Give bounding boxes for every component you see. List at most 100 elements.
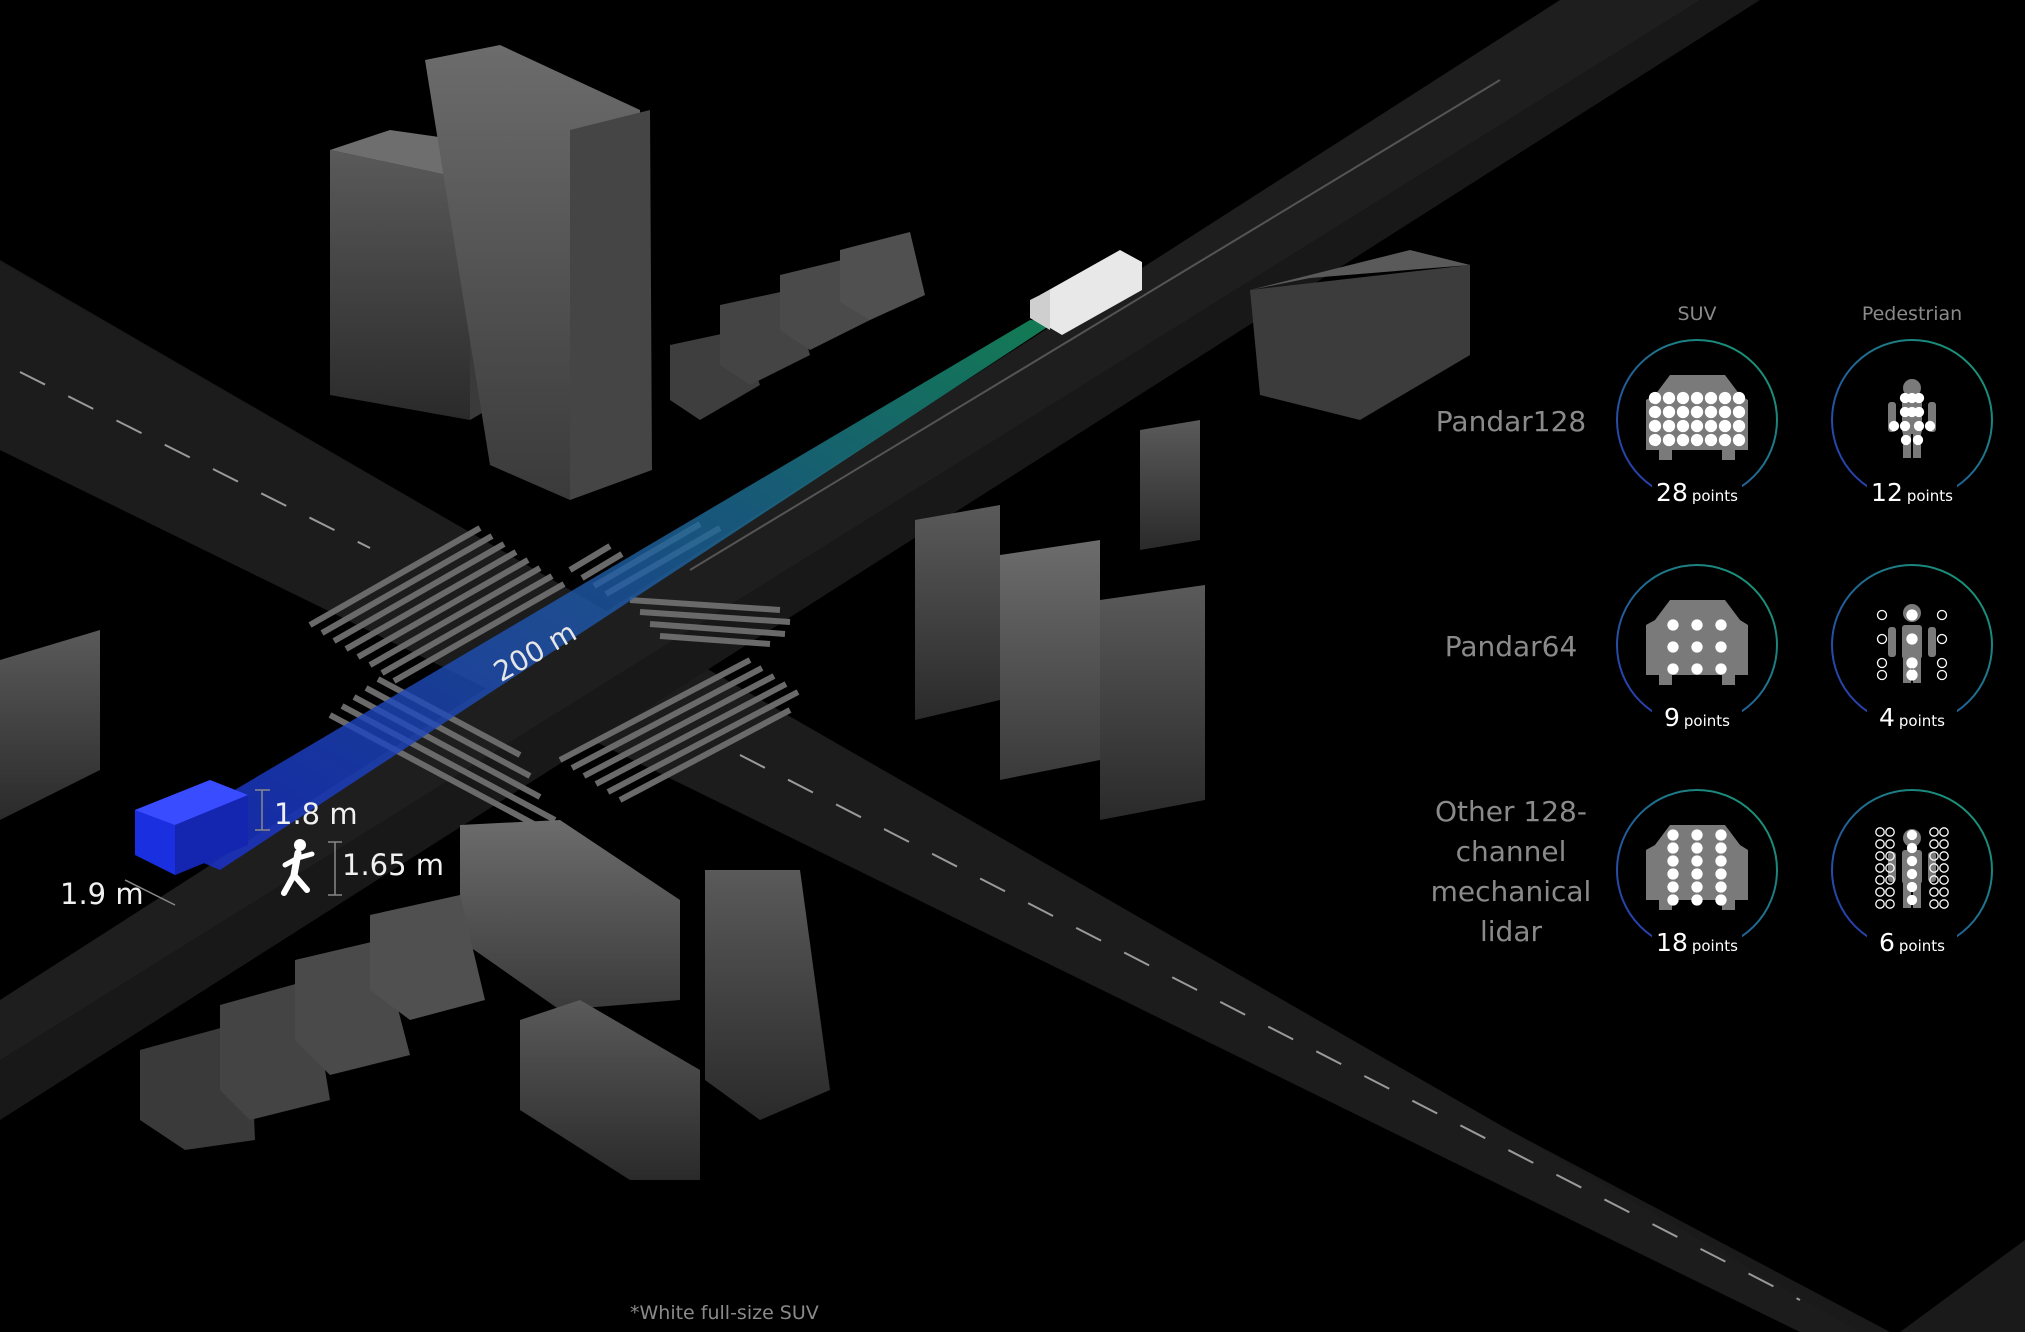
lidar-point xyxy=(1906,669,1918,681)
lidar-point xyxy=(1906,842,1918,854)
missed-point xyxy=(1936,633,1948,645)
missed-point xyxy=(1929,899,1939,909)
missed-point xyxy=(1929,827,1939,837)
main-road-band xyxy=(0,262,1860,1332)
suv-bounding-box xyxy=(135,780,248,875)
missed-point xyxy=(1939,839,1949,849)
missed-point xyxy=(1875,899,1885,909)
point-clouds xyxy=(1648,391,1949,909)
lidar-point xyxy=(1690,433,1704,447)
crosswalk-right xyxy=(629,597,791,647)
footnote: *White full-size SUV xyxy=(630,1302,819,1324)
lidar-point xyxy=(1906,633,1918,645)
lidar-point xyxy=(1913,420,1925,432)
pedestrian-icon xyxy=(1888,829,1936,908)
missed-point xyxy=(1885,827,1895,837)
lidar-point xyxy=(1732,391,1746,405)
missed-point xyxy=(1885,887,1895,897)
crosswalk-bottom xyxy=(558,657,800,803)
lane-dashes xyxy=(19,371,1801,1301)
lidar-point xyxy=(1691,619,1703,631)
missed-point xyxy=(1929,863,1939,873)
missed-point xyxy=(1875,839,1885,849)
lidar-point xyxy=(1906,855,1918,867)
lidar-point xyxy=(1913,406,1925,418)
lidar-point xyxy=(1888,420,1900,432)
lane-line xyxy=(689,79,1501,571)
lidar-point xyxy=(1667,842,1679,854)
lidar-point xyxy=(1704,405,1718,419)
lidar-point xyxy=(1676,405,1690,419)
lidar-point xyxy=(1662,419,1676,433)
missed-point xyxy=(1939,875,1949,885)
lidar-point xyxy=(1690,405,1704,419)
missed-point xyxy=(1929,839,1939,849)
lidar-point xyxy=(1715,842,1727,854)
lidar-point xyxy=(1667,829,1679,841)
pedestrian-icon xyxy=(1888,379,1936,458)
lidar-point xyxy=(1648,391,1662,405)
lidar-point xyxy=(1691,855,1703,867)
missed-point xyxy=(1876,633,1888,645)
lidar-point xyxy=(1691,663,1703,675)
lidar-point xyxy=(1691,868,1703,880)
lidar-point xyxy=(1906,868,1918,880)
missed-point xyxy=(1936,669,1948,681)
lidar-point xyxy=(1690,419,1704,433)
missed-point xyxy=(1936,657,1948,669)
lidar-point xyxy=(1691,881,1703,893)
lidar-beam xyxy=(150,320,1055,870)
missed-point xyxy=(1876,657,1888,669)
row-label-pandar128: Pandar128 xyxy=(1435,405,1587,438)
missed-point xyxy=(1939,899,1949,909)
lidar-point xyxy=(1899,406,1911,418)
lidar-point xyxy=(1648,433,1662,447)
lidar-point xyxy=(1899,420,1911,432)
missed-point xyxy=(1875,827,1885,837)
pedestrian-height-label: 1.65 m xyxy=(342,848,445,882)
lidar-point xyxy=(1691,641,1703,653)
lidar-point xyxy=(1732,433,1746,447)
pedestrian-icon xyxy=(281,839,315,896)
buildings xyxy=(0,45,1470,1180)
missed-point xyxy=(1939,851,1949,861)
lidar-point xyxy=(1648,405,1662,419)
lidar-point xyxy=(1691,842,1703,854)
lidar-point xyxy=(1667,894,1679,906)
lidar-point xyxy=(1732,405,1746,419)
lidar-point xyxy=(1667,663,1679,675)
lidar-point xyxy=(1691,894,1703,906)
missed-point xyxy=(1939,863,1949,873)
lidar-point xyxy=(1718,391,1732,405)
lidar-point xyxy=(1906,894,1918,906)
missed-point xyxy=(1885,875,1895,885)
lidar-point xyxy=(1662,391,1676,405)
lidar-point xyxy=(1715,868,1727,880)
lidar-point xyxy=(1676,391,1690,405)
missed-point xyxy=(1939,887,1949,897)
suv-height-label: 1.8 m xyxy=(274,797,358,831)
lidar-point xyxy=(1667,855,1679,867)
lidar-point xyxy=(1906,829,1918,841)
row-label-other-lidar: Other 128-channel mechanical lidar xyxy=(1430,795,1592,948)
lidar-point xyxy=(1718,433,1732,447)
lidar-point xyxy=(1913,392,1925,404)
lidar-point xyxy=(1715,894,1727,906)
missed-point xyxy=(1885,863,1895,873)
truck-icon xyxy=(1030,250,1142,335)
suv-width-label: 1.9 m xyxy=(60,877,144,911)
cross-road-2 xyxy=(0,0,1760,1120)
lidar-point xyxy=(1900,434,1912,446)
lidar-point xyxy=(1715,881,1727,893)
lidar-point xyxy=(1704,391,1718,405)
lidar-point xyxy=(1662,433,1676,447)
lidar-point xyxy=(1715,663,1727,675)
lidar-point xyxy=(1906,881,1918,893)
missed-point xyxy=(1875,875,1885,885)
lidar-point xyxy=(1718,405,1732,419)
